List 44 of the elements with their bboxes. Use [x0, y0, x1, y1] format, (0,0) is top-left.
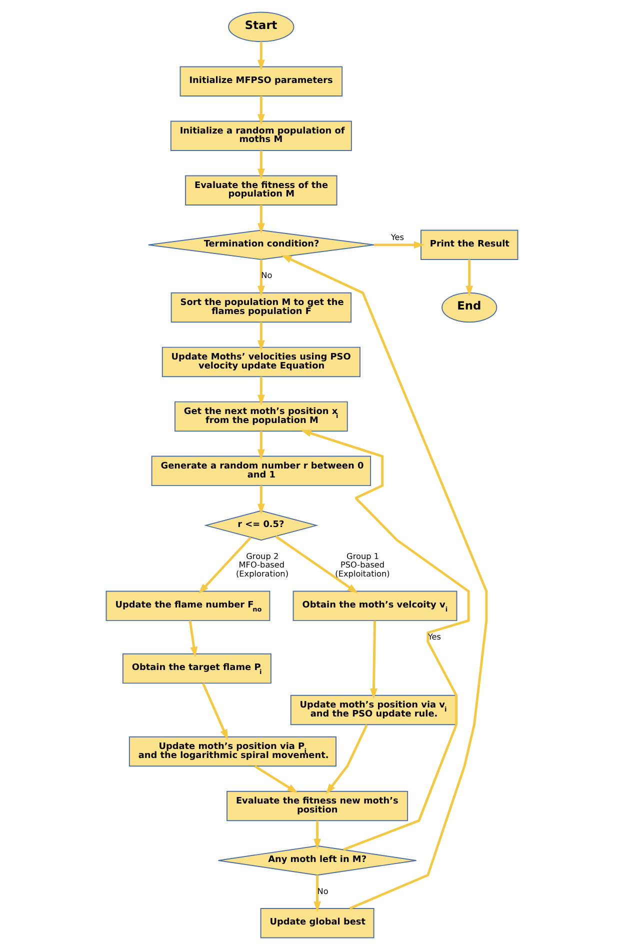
arrow [281, 254, 488, 910]
node-box: Update global best [260, 908, 374, 938]
node-box: Update Moths’ velocities using PSO velocity update Equation [162, 346, 360, 378]
node-box: Initialize MFPSO parameters [180, 66, 343, 97]
edge-label: Yes [390, 232, 404, 242]
node-box: Evaluate the fitness new moth’s position [226, 790, 408, 822]
edge-label: Group 2 MFO-based (Exploration) [236, 550, 289, 579]
arrow [326, 724, 368, 794]
arrow [314, 820, 321, 850]
arrow [257, 96, 265, 125]
arrow [466, 260, 474, 296]
arrow [257, 260, 265, 296]
arrow [257, 322, 265, 351]
node-box: Print the Result [420, 230, 518, 260]
arrow [275, 535, 358, 594]
arrow [198, 536, 252, 594]
node-box: Initialize a random population of moths M [170, 120, 352, 151]
node-ellipse: End [442, 292, 498, 323]
node-box: Evaluate the fitness of the population M [185, 175, 338, 206]
arrow [257, 205, 265, 234]
arrow [300, 430, 470, 851]
node-diamond: r <= 0.5? [204, 510, 318, 541]
node-ellipse: Start [228, 12, 294, 42]
arrow [370, 620, 378, 700]
arrow [254, 765, 298, 794]
node-box: Update the flame number F$_{no}$ [106, 590, 270, 622]
arrow [257, 376, 265, 406]
node-box: Sort the population M to get the flames population F [170, 292, 352, 323]
node-box: Obtain the moth’s velcoity v$_{i}$ [292, 590, 458, 622]
arrow [257, 486, 265, 514]
node-box: Update moth’s position via P$_{i}$ and the logarithmic spiral movement. [128, 736, 336, 767]
arrow [374, 241, 425, 249]
node-diamond: Termination condition? [148, 230, 374, 260]
node-box: Obtain the target flame P$_{i}$ [122, 653, 272, 684]
arrow [257, 431, 265, 460]
node-box: Generate a random number r between 0 and 1 [151, 456, 372, 486]
arrow [202, 683, 228, 740]
edge-label: Group 1 PSO-based (Exploitation) [335, 550, 390, 579]
arrow [257, 42, 265, 70]
arrow [188, 620, 198, 658]
arrow [314, 875, 321, 912]
node-diamond: Any moth left in M? [218, 845, 417, 876]
arrow [257, 150, 265, 180]
node-box: Update moth’s position via v$_{i}$ and the PSO update rule. [290, 694, 456, 726]
